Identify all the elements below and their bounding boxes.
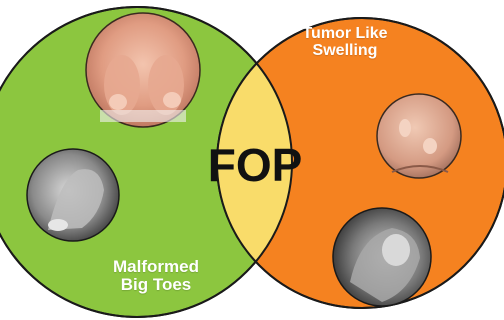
back-swelling-photo — [377, 94, 461, 178]
label-left-line1: Malformed — [86, 258, 226, 276]
label-right-line1: Tumor Like — [270, 26, 420, 43]
center-label-fop: FOP — [190, 142, 320, 188]
feet-photo — [86, 13, 200, 127]
label-malformed-big-toes: Malformed Big Toes — [86, 258, 226, 294]
label-right-line2: Swelling — [270, 43, 420, 60]
label-tumor-like-swelling: Tumor Like Swelling — [270, 26, 420, 60]
foot-photo — [27, 149, 119, 241]
neck-swelling-photo — [333, 208, 431, 306]
label-left-line2: Big Toes — [86, 276, 226, 294]
